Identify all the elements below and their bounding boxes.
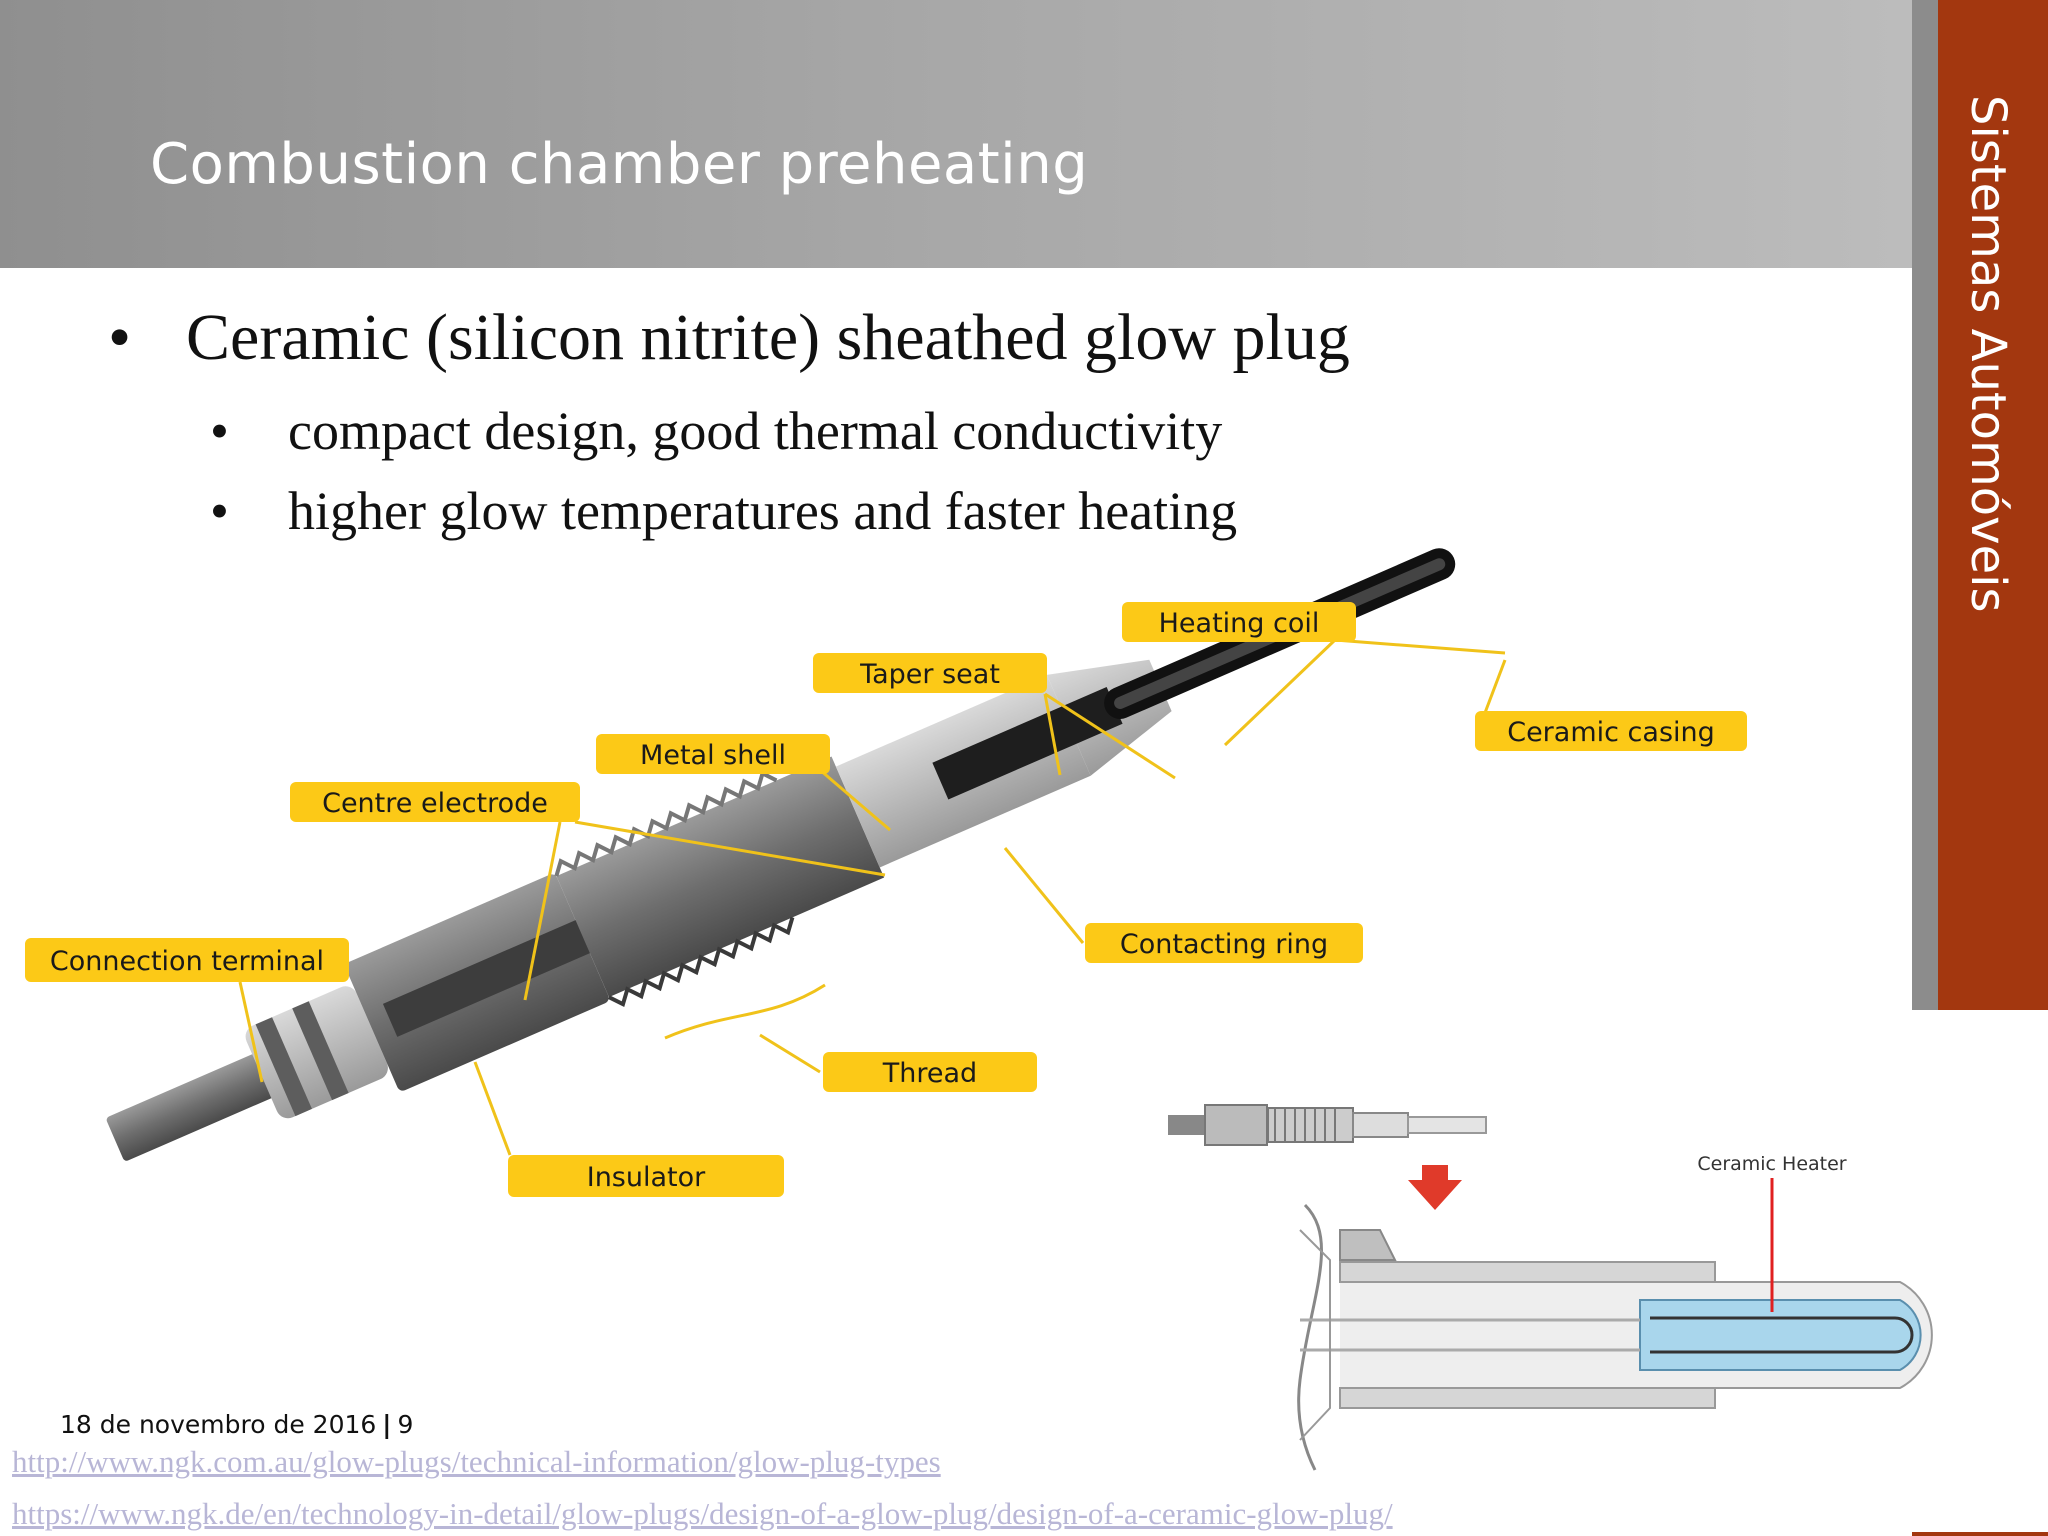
glow-plug-body [106,548,1456,1161]
bullet-marker: • [108,301,132,374]
bullet-sub-1-text: compact design, good thermal conductivit… [288,401,1223,461]
label-insulator: Insulator [508,1155,784,1197]
svg-text:Connection terminal: Connection terminal [50,946,324,977]
label-taper-seat: Taper seat [813,653,1047,693]
svg-text:Taper seat: Taper seat [859,659,1000,690]
label-contacting-ring: Contacting ring [1085,923,1363,963]
side-accent-grey [1912,0,1938,1010]
bullet-sub-2: • higher glow temperatures and faster hea… [210,480,1237,542]
ceramic-heater-section: Ceramic Heater [1297,1153,1933,1471]
svg-text:Insulator: Insulator [587,1162,706,1193]
bullet-main: • Ceramic (silicon nitrite) sheathed glow… [108,300,1350,376]
terminal-pin [106,1049,284,1161]
label-heating-coil: Heating coil [1122,602,1356,642]
svg-text:Contacting ring: Contacting ring [1120,929,1328,960]
source-link-1[interactable]: http://www.ngk.com.au/glow-plugs/technic… [12,1444,941,1479]
inset-small-plug [1168,1104,1487,1146]
slide-title: Combustion chamber preheating [150,132,1089,197]
svg-text:Metal shell: Metal shell [640,740,786,771]
footer-page-number: 9 [397,1410,414,1439]
bullet-marker: • [210,481,229,541]
label-thread: Thread [823,1052,1037,1092]
label-metal-shell: Metal shell [596,734,830,774]
footer-date-page: 18 de novembro de 2016|9 [60,1410,413,1439]
footer-separator: | [382,1410,392,1439]
svg-text:Heating coil: Heating coil [1159,608,1320,639]
bullet-sub-2-text: higher glow temperatures and faster heat… [288,481,1238,541]
threaded-section [556,756,885,998]
side-banner-label: Sistemas Automóveis [1960,95,2016,613]
down-arrow-icon [1408,1165,1462,1210]
svg-text:Thread: Thread [882,1058,977,1089]
label-centre-electrode: Centre electrode [290,782,580,822]
label-connection-terminal: Connection terminal [25,938,349,982]
title-bar [0,0,1912,268]
label-ceramic-casing: Ceramic casing [1475,711,1747,751]
source-link-2[interactable]: https://www.ngk.de/en/technology-in-deta… [12,1496,1393,1531]
bullet-sub-1: • compact design, good thermal conductivi… [210,400,1222,462]
side-banner [1938,0,2048,1010]
side-banner-foot [1912,1532,2048,1536]
svg-text:Ceramic casing: Ceramic casing [1507,717,1715,748]
svg-text:Centre electrode: Centre electrode [322,788,548,819]
footer-date: 18 de novembro de 2016 [60,1410,377,1439]
bullet-main-text: Ceramic (silicon nitrite) sheathed glow … [186,301,1350,374]
inset-ceramic-heater-label: Ceramic Heater [1697,1153,1846,1175]
bullet-marker: • [210,401,229,461]
